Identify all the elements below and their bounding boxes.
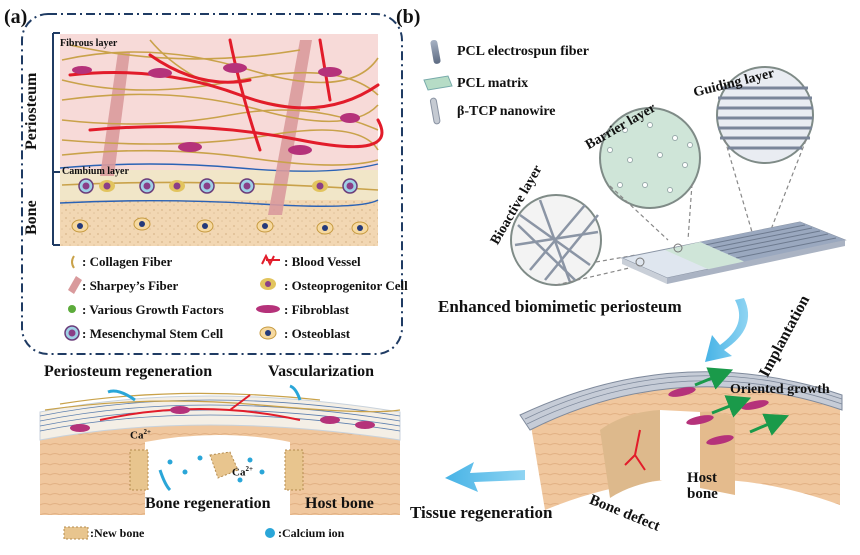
vascularization-label: Vascularization xyxy=(268,363,375,380)
legend-pcl-fiber: PCL electrospun fiber xyxy=(457,44,589,59)
legend-growth-factors: : Various Growth Factors xyxy=(82,302,224,317)
defect-face xyxy=(600,410,660,498)
calcium-label-right: Ca2+ xyxy=(232,465,253,479)
lower-membrane xyxy=(39,395,401,441)
new-bone-icon xyxy=(63,526,89,540)
fibroblast-icon xyxy=(256,305,280,313)
tissue-regeneration-arrow xyxy=(445,462,525,492)
bone-regeneration-label: Bone regeneration xyxy=(145,495,271,512)
implanted-membrane xyxy=(519,371,843,431)
collagen-fiber-icon xyxy=(71,255,75,269)
panel-a-frame xyxy=(21,13,403,355)
fibrous-layer-label: Fibrous layer xyxy=(60,38,118,49)
calcium-label-left: Ca2+ xyxy=(130,428,151,442)
sharpey-fiber-icon xyxy=(68,276,82,294)
implantation-arrow xyxy=(705,298,749,362)
panel-a-letter: (a) xyxy=(4,6,28,28)
host-bone-b-label: Host bone xyxy=(687,470,718,502)
legend-mesenchymal-stem-cell: : Mesenchymal Stem Cell xyxy=(82,326,224,341)
blood-vessel-icon xyxy=(261,253,280,267)
legend-calcium-ion: :Calcium ion xyxy=(278,526,345,540)
legend-sharpey-fiber: : Sharpey’s Fiber xyxy=(82,278,179,293)
legend-icons-a xyxy=(64,253,280,341)
bone-label: Bone xyxy=(23,200,40,235)
legend-tcp-nanowire: β-TCP nanowire xyxy=(457,104,556,119)
legend-pcl-matrix: PCL matrix xyxy=(457,76,529,91)
pcl-matrix-icon xyxy=(423,75,453,91)
pcl-fiber-icon xyxy=(430,39,441,64)
legend-collagen-fiber: : Collagen Fiber xyxy=(82,254,173,269)
legend-osteoprogenitor-cell: : Osteoprogenitor Cell xyxy=(284,278,408,293)
legend-fibroblast: : Fibroblast xyxy=(284,302,350,317)
legend-blood-vessel: : Blood Vessel xyxy=(284,254,361,269)
host-bone-label: Host bone xyxy=(305,495,374,512)
enhanced-periosteum-label: Enhanced biomimetic periosteum xyxy=(438,297,682,316)
cambium-layer-label: Cambium layer xyxy=(62,166,129,177)
calcium-ion-icon xyxy=(265,528,275,538)
periosteum-label: Periosteum xyxy=(23,72,40,150)
periosteum-regeneration-label: Periosteum regeneration xyxy=(44,363,213,380)
tissue-regeneration-label: Tissue regeneration xyxy=(410,503,553,522)
panel-b-letter: (b) xyxy=(396,6,421,28)
tcp-nanowire-icon xyxy=(429,97,441,125)
oriented-growth-label: Oriented growth xyxy=(730,382,830,397)
legend-new-bone: :New bone xyxy=(90,526,145,540)
legend-osteoblast: : Osteoblast xyxy=(284,326,351,341)
growth-factor-icon xyxy=(68,305,76,313)
